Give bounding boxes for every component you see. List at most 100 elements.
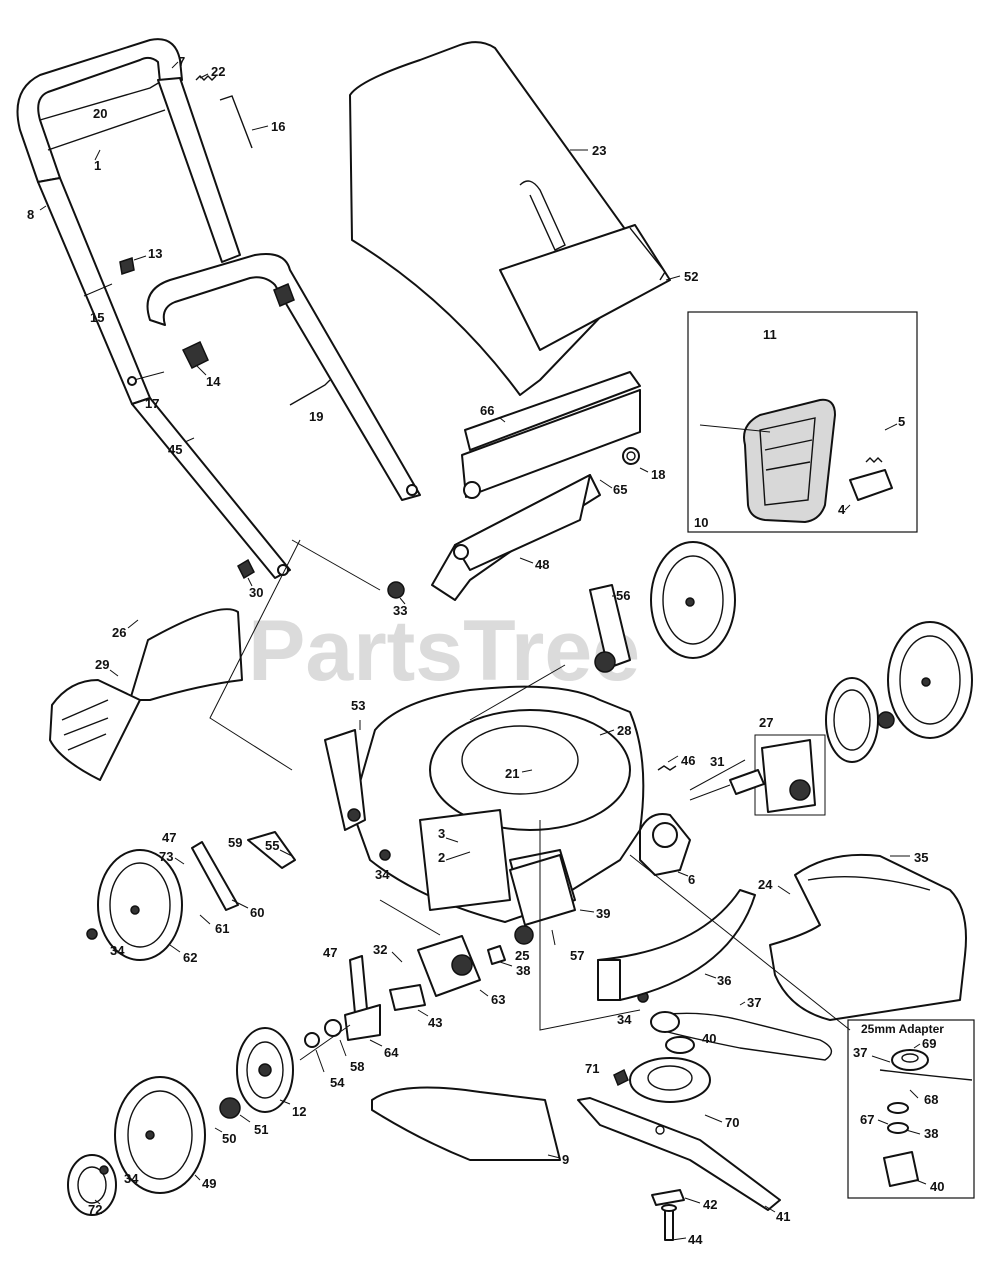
bushing-33: [387, 581, 405, 599]
guide-lines: [209, 539, 851, 1061]
height-adjuster-63: [417, 935, 481, 997]
callout-10: 10: [694, 515, 708, 530]
callout-18: 18: [651, 467, 665, 482]
callout-21: 21: [505, 766, 519, 781]
deck-28: [351, 685, 645, 923]
callout-71: 71: [585, 1061, 599, 1076]
lever-47-lower: [344, 955, 381, 1041]
bolt-17: [127, 371, 165, 386]
washer-42: [651, 1189, 685, 1206]
callout-43: 43: [428, 1015, 442, 1030]
axle-31: [689, 769, 765, 801]
callout-64: 64: [384, 1045, 399, 1060]
bolt-44: [661, 1204, 677, 1241]
belt-37: [650, 1011, 833, 1061]
bolt-15: [83, 283, 113, 297]
callout-57: 57: [570, 948, 584, 963]
baffle-36: [597, 889, 756, 1001]
callout-46: 46: [681, 753, 695, 768]
callout-34a: 34: [375, 867, 390, 882]
clip-30: [237, 558, 255, 580]
callout-a68: 68: [924, 1092, 938, 1107]
callout-65: 65: [613, 482, 627, 497]
bolt-71: [613, 1068, 629, 1087]
callout-3: 3: [438, 826, 445, 841]
callout-14: 14: [206, 374, 221, 389]
blade-41: [577, 1097, 781, 1211]
callout-38: 38: [516, 963, 530, 978]
callout-56: 56: [616, 588, 630, 603]
handle-knob-upper: [273, 283, 295, 307]
callout-44: 44: [688, 1232, 703, 1247]
callouts: 1 7 22 20 16 8 13 15 14 17 19 45 23 52 6…: [27, 54, 944, 1247]
handle-knob-14: [181, 340, 209, 370]
height-adjuster-27: [754, 734, 826, 816]
callout-34b: 34: [110, 943, 125, 958]
callout-a37: 37: [853, 1045, 867, 1060]
callout-9: 9: [562, 1152, 569, 1167]
rear-door-48: [431, 474, 601, 601]
inset-mulch-plug: [687, 311, 918, 533]
clip-38: [487, 945, 506, 965]
blade-adapter-70: [629, 1057, 711, 1103]
front-left-wheel-62: [97, 849, 183, 961]
callout-50: 50: [222, 1131, 236, 1146]
side-chute-29: [49, 608, 243, 781]
callout-73: 73: [159, 849, 173, 864]
callout-47b: 47: [323, 945, 337, 960]
callout-15: 15: [90, 310, 104, 325]
knob-13: [119, 257, 135, 275]
callout-16: 16: [271, 119, 285, 134]
callout-26: 26: [112, 625, 126, 640]
callout-41: 41: [776, 1209, 790, 1224]
rear-right-wheel-upper: [650, 541, 736, 659]
callout-25: 25: [515, 948, 529, 963]
callout-17: 17: [145, 396, 159, 411]
callout-48: 48: [535, 557, 549, 572]
callout-61: 61: [215, 921, 229, 936]
callout-37: 37: [747, 995, 761, 1010]
callout-60: 60: [250, 905, 264, 920]
callout-22: 22: [211, 64, 225, 79]
callout-52: 52: [684, 269, 698, 284]
callout-72: 72: [88, 1202, 102, 1217]
callout-a69: 69: [922, 1036, 936, 1051]
height-adjuster-56: [589, 584, 631, 673]
gear-hub-right: [825, 677, 895, 763]
callout-12: 12: [292, 1104, 306, 1119]
inset-adapter: 25mm Adapter: [847, 1019, 975, 1199]
nut-34-a: [86, 928, 98, 940]
lever-47-upper: [191, 841, 239, 911]
callout-a40: 40: [930, 1179, 944, 1194]
callout-62: 62: [183, 950, 197, 965]
callout-40: 40: [702, 1031, 716, 1046]
bracket-43: [389, 984, 426, 1011]
callout-4: 4: [838, 502, 846, 517]
callout-a38: 38: [924, 1126, 938, 1141]
callout-49: 49: [202, 1176, 216, 1191]
callout-54: 54: [330, 1075, 345, 1090]
callout-30: 30: [249, 585, 263, 600]
callout-a67: 67: [860, 1112, 874, 1127]
callout-5: 5: [898, 414, 905, 429]
callout-33: 33: [393, 603, 407, 618]
callout-20: 20: [93, 106, 107, 121]
callout-63: 63: [491, 992, 505, 1007]
callout-51: 51: [254, 1122, 268, 1137]
front-cover: [509, 854, 576, 926]
gear-51: [219, 1097, 241, 1119]
lower-handle: [131, 253, 421, 579]
callout-34c: 34: [617, 1012, 632, 1027]
callout-53: 53: [351, 698, 365, 713]
hubcap-12: [236, 1027, 294, 1113]
callout-66: 66: [480, 403, 494, 418]
callout-42: 42: [703, 1197, 717, 1212]
upper-handle: [16, 38, 241, 405]
rear-skirt-35: [769, 853, 967, 1021]
callout-35: 35: [914, 850, 928, 865]
deflector-9: [371, 1086, 561, 1162]
callout-55: 55: [265, 838, 279, 853]
engine-drive-6: [639, 813, 691, 876]
nut-34-d: [99, 1165, 109, 1175]
